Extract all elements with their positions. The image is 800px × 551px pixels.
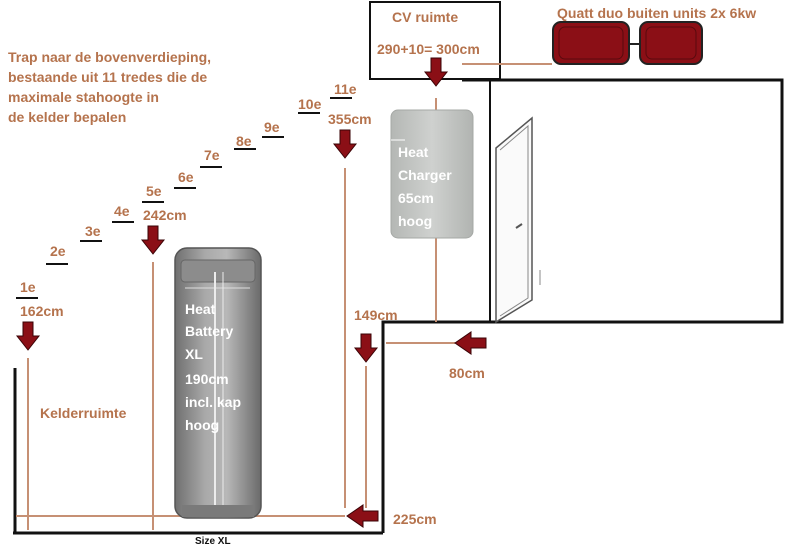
heat-charger-text-1: Heat [398, 144, 429, 160]
step-label-2: 2e [50, 243, 66, 259]
step-label-5: 5e [146, 183, 162, 199]
heat-battery-text-4: 190cm [185, 371, 229, 387]
step-label-11: 11e [334, 81, 357, 97]
step-label-6: 6e [178, 169, 194, 185]
description-line-3: maximale stahoogte in [8, 89, 159, 105]
arrow-down-355 [332, 129, 358, 159]
step-label-3: 3e [85, 223, 101, 239]
battery-size-label: Size XL [195, 536, 231, 547]
height-label-225: 225cm [393, 511, 437, 527]
outdoor-units-label: Quatt duo buiten units 2x 6kw [557, 5, 757, 21]
heat-charger-text-4: hoog [398, 213, 433, 229]
height-label-242: 242cm [143, 207, 187, 223]
heat-battery-tank [174, 247, 262, 519]
description-line-1: Trap naar de bovenverdieping, [8, 49, 212, 65]
heat-charger-text-3: 65cm [398, 190, 434, 206]
basement-ceiling-line [381, 320, 490, 533]
height-label-355: 355cm [328, 111, 372, 127]
description-line-4: de kelder bepalen [8, 109, 127, 125]
step-label-7: 7e [204, 147, 220, 163]
width-label-80: 80cm [449, 365, 485, 381]
cv-room-formula: 290+10= 300cm [377, 41, 480, 57]
arrow-down-cv [423, 57, 449, 87]
upper-room-outline [462, 78, 784, 324]
heat-battery-text-6: hoog [185, 417, 220, 433]
outdoor-unit-2 [639, 21, 703, 65]
step-label-9: 9e [264, 119, 280, 135]
heat-battery-text-5: incl. kap [185, 394, 242, 410]
door-icon [495, 116, 541, 324]
heat-charger-text-2: Charger [398, 167, 452, 183]
description-line-2: bestaande uit 11 tredes die de [8, 69, 208, 85]
stair-steps [16, 97, 352, 299]
height-label-162: 162cm [20, 303, 64, 319]
step-label-8: 8e [236, 133, 252, 149]
arrow-down-162 [15, 321, 41, 351]
arrow-left-225 [346, 504, 379, 528]
heat-charger-unit [390, 109, 474, 239]
cellar-label: Kelderruimte [40, 405, 127, 421]
arrow-down-242 [140, 225, 166, 255]
heat-battery-text-1: Heat [185, 301, 216, 317]
heat-battery-text-3: XL [185, 346, 203, 362]
outdoor-unit-1 [552, 21, 630, 65]
height-label-149: 149cm [354, 307, 398, 323]
step-label-1: 1e [20, 279, 36, 295]
arrow-left-80 [454, 331, 487, 355]
cv-room-title: CV ruimte [392, 9, 459, 25]
arrows [15, 57, 487, 528]
heat-battery-text-2: Battery [185, 323, 234, 339]
step-label-10: 10e [298, 96, 322, 112]
arrow-down-149 [353, 333, 379, 363]
step-label-4: 4e [114, 203, 130, 219]
